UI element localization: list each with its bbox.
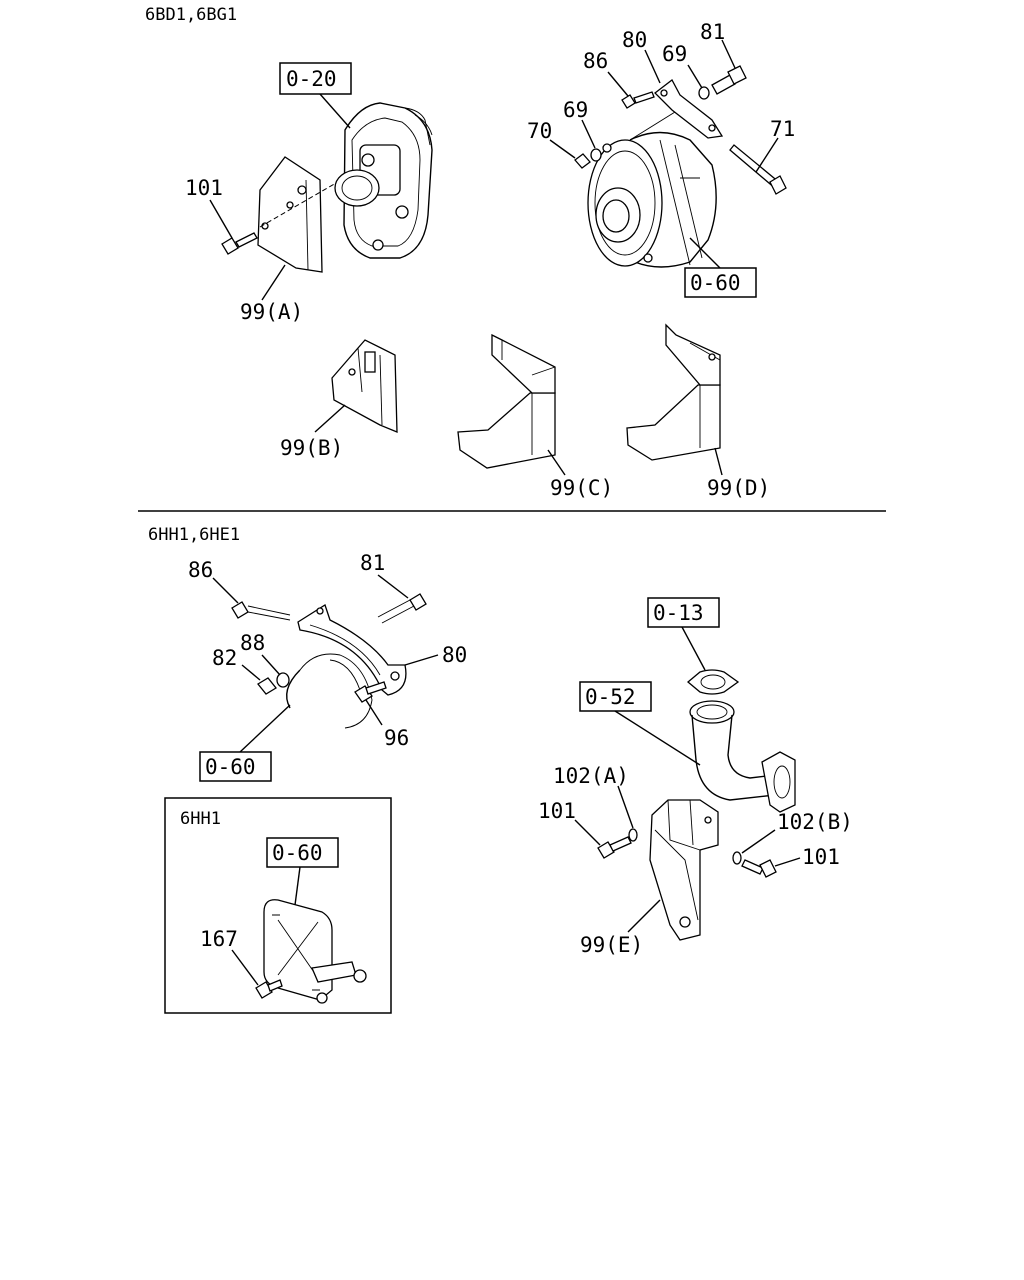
ref-box-0-60-inset: 0-60 <box>266 837 339 868</box>
ref-box-0-60-bottom: 0-60 <box>199 751 272 782</box>
label-102b: 102(B) <box>777 810 853 834</box>
label-81-top: 81 <box>700 20 725 44</box>
nut-82 <box>257 677 277 695</box>
label-82: 82 <box>212 646 237 670</box>
bracket-99c-drawing <box>457 333 556 469</box>
svg-text:0-13: 0-13 <box>653 601 704 625</box>
washer-88 <box>276 672 290 688</box>
ref-box-0-20: 0-20 <box>279 62 352 95</box>
washer-102b <box>732 851 742 865</box>
bracket-99a-drawing <box>257 156 323 273</box>
label-96: 96 <box>384 726 409 750</box>
section-title-6bd1-6bg1: 6BD1,6BG1 <box>145 5 237 25</box>
label-101-bottom-right: 101 <box>802 845 840 869</box>
bracket-99e-drawing <box>649 799 719 941</box>
ref-box-0-60-top: 0-60 <box>684 267 757 298</box>
bracket-99b-drawing <box>331 339 398 433</box>
inset-title-6hh1: 6HH1 <box>180 809 221 829</box>
svg-text:0-60: 0-60 <box>690 271 741 295</box>
label-81-bottom: 81 <box>360 551 385 575</box>
washer-69-top <box>698 86 710 100</box>
svg-text:0-60: 0-60 <box>272 841 323 865</box>
svg-text:0-60: 0-60 <box>205 755 256 779</box>
bracket-80-bottom <box>297 604 407 696</box>
bolt-81-bottom <box>409 593 427 611</box>
bracket-99d-drawing <box>626 323 721 461</box>
washer-69-top-left <box>590 148 602 162</box>
ref-box-0-52: 0-52 <box>579 681 652 712</box>
bracket-80-top <box>654 79 724 139</box>
label-69-top-left: 69 <box>563 98 588 122</box>
washer-102a <box>628 828 638 842</box>
section-title-6hh1-6he1: 6HH1,6HE1 <box>148 525 240 545</box>
label-99e: 99(E) <box>580 933 643 957</box>
alternator-bottom-outline <box>299 653 373 729</box>
gear-housing-drawing <box>334 102 433 259</box>
label-167: 167 <box>200 927 238 951</box>
water-pipe-drawing <box>689 700 796 813</box>
label-86-bottom: 86 <box>188 558 213 582</box>
bolt-86-bottom <box>231 601 249 619</box>
bolt-86-top <box>621 94 636 109</box>
label-99c: 99(C) <box>550 476 613 500</box>
label-80-top: 80 <box>622 28 647 52</box>
label-99a: 99(A) <box>240 300 303 324</box>
label-86-top: 86 <box>583 49 608 73</box>
gasket-drawing <box>686 669 740 695</box>
bolt-101-bottom-right <box>741 859 764 875</box>
label-101-top: 101 <box>185 176 223 200</box>
label-69-top-right: 69 <box>662 42 687 66</box>
nut-70-top <box>574 153 591 169</box>
label-99d: 99(D) <box>707 476 770 500</box>
cover-plate-drawing <box>263 899 367 1004</box>
label-88: 88 <box>240 631 265 655</box>
label-99b: 99(B) <box>280 436 343 460</box>
label-80-bottom: 80 <box>442 643 467 667</box>
svg-text:0-52: 0-52 <box>585 685 636 709</box>
ref-box-0-13: 0-13 <box>647 597 720 628</box>
svg-text:0-20: 0-20 <box>286 67 337 91</box>
label-70: 70 <box>527 119 552 143</box>
alternator-drawing <box>587 131 717 268</box>
label-101-bottom-left: 101 <box>538 799 576 823</box>
label-71: 71 <box>770 117 795 141</box>
label-102a: 102(A) <box>553 764 629 788</box>
bolt-101-top <box>221 232 258 255</box>
